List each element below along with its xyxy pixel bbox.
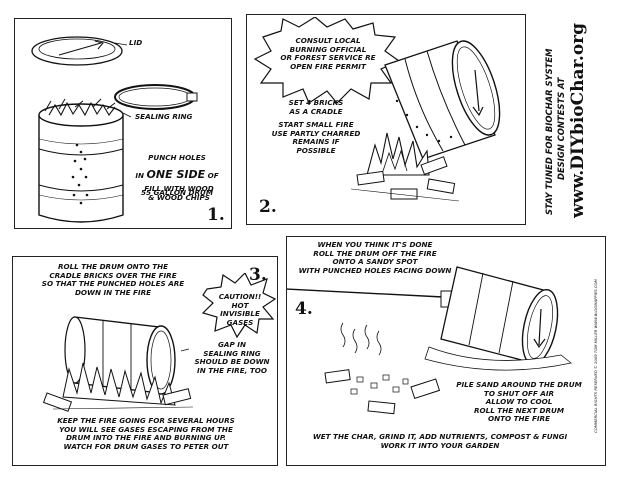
lid-label: LID [129, 38, 143, 47]
step-number-4: 4. [295, 299, 313, 319]
drum-on-bricks-illustration [350, 40, 501, 202]
keep-fire-instruction: KEEP THE FIRE GOING FOR SEVERAL HOURS YO… [57, 416, 235, 451]
wet-char-instruction: WET THE CHAR, GRIND IT, ADD NUTRIENTS, C… [312, 432, 568, 450]
website-url[interactable]: www.DIYbioChar.org [568, 22, 588, 218]
contest-notice-line-1: STAY TUNED FOR BIOCHAR SYSTEM [544, 48, 554, 215]
caution-burst [201, 273, 277, 339]
contest-notice-line-2: DESIGN CONTESTS AT [556, 77, 566, 180]
fill-wood-label: FILL WITH WOOD & WOOD CHIPS [144, 184, 214, 202]
punch-holes-text: PUNCH HOLES [148, 152, 206, 162]
one-side-emphasis: ONE SIDE [146, 167, 206, 181]
copyright-notice: COMMERCIAL RIGHTS RESERVED © 2009 TOM MI… [593, 279, 598, 433]
start-fire-label: START SMALL FIRE USE PARTLY CHARRED REMA… [271, 120, 361, 155]
panel-step-2: CONSULT LOCAL BURNING OFFICIAL OR FOREST… [246, 14, 526, 225]
roll-off-fire-instruction: WHEN YOU THINK IT'S DONE ROLL THE DRUM O… [298, 240, 452, 275]
permit-notice: CONSULT LOCAL BURNING OFFICIAL OR FOREST… [280, 36, 376, 71]
step-number-1: 1. [207, 205, 225, 225]
drum-in-fire-illustration [42, 316, 194, 412]
drum-on-sand-illustration [287, 266, 572, 415]
drum-size-text: 55 GALLON DRUM [141, 187, 213, 197]
burst-bubble [253, 17, 401, 104]
punch-holes-in: IN [135, 170, 147, 180]
sealing-ring-label: SEALING RING [135, 112, 193, 121]
panel-step-1: LID SEALING RING PUNCH HOLES IN ONE SIDE… [14, 18, 232, 229]
bricks-label: SET 4 BRICKS AS A CRADLE [288, 98, 344, 116]
roll-drum-instruction: ROLL THE DRUM ONTO THE CRADLE BRICKS OVE… [41, 262, 185, 297]
punch-holes-of: OF [205, 170, 219, 180]
punch-holes-label: PUNCH HOLES IN ONE SIDE OF 55 GALLON DRU… [125, 145, 229, 198]
panel-step-4: WHEN YOU THINK IT'S DONE ROLL THE DRUM O… [286, 236, 606, 466]
step-number-2: 2. [259, 197, 277, 217]
lid-illustration [31, 36, 198, 223]
step-number-3: 3. [249, 265, 267, 285]
gap-sealing-ring-note: GAP IN SEALING RING SHOULD BE DOWN IN TH… [194, 340, 270, 375]
caution-text: CAUTION!! HOT INVISIBLE GASES [218, 292, 262, 327]
panel-step-3: ROLL THE DRUM ONTO THE CRADLE BRICKS OVE… [12, 256, 278, 466]
pile-sand-instruction: PILE SAND AROUND THE DRUM TO SHUT OFF AI… [456, 380, 582, 424]
